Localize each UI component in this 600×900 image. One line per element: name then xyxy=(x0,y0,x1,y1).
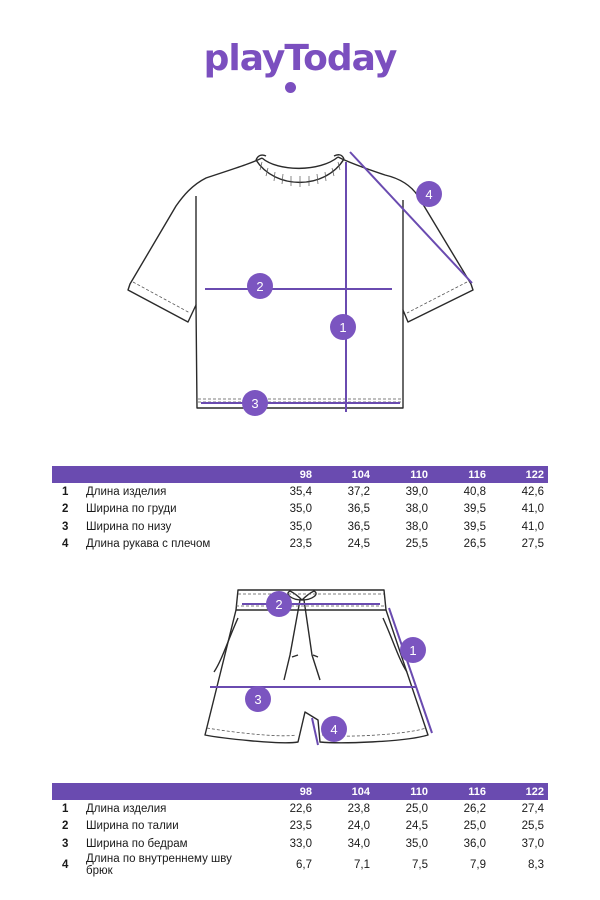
tshirt-drawing: 1 2 3 4 xyxy=(127,151,474,416)
brand-logo: playToday xyxy=(203,38,398,79)
svg-text:3: 3 xyxy=(251,396,258,411)
svg-text:1: 1 xyxy=(339,320,346,335)
measure-marker-4: 4 xyxy=(416,181,442,207)
measure-marker-3: 3 xyxy=(245,686,271,712)
svg-text:4: 4 xyxy=(330,722,337,737)
measure-marker-1: 1 xyxy=(400,637,426,663)
measure-marker-3: 3 xyxy=(242,390,268,416)
svg-text:4: 4 xyxy=(425,187,432,202)
shorts-drawing: 1 2 3 4 xyxy=(204,589,433,746)
measure-marker-2: 2 xyxy=(247,273,273,299)
svg-text:2: 2 xyxy=(256,279,263,294)
logo-dot xyxy=(285,82,296,93)
svg-text:2: 2 xyxy=(275,597,282,612)
measure-marker-1: 1 xyxy=(330,314,356,340)
table-header-row: 98 104 110 116 122 xyxy=(52,466,548,483)
measure-marker-2: 2 xyxy=(266,591,292,617)
svg-text:3: 3 xyxy=(254,692,261,707)
svg-text:1: 1 xyxy=(409,643,416,658)
measure-marker-4: 4 xyxy=(321,716,347,742)
table-header-row: 98 104 110 116 122 xyxy=(52,783,548,800)
